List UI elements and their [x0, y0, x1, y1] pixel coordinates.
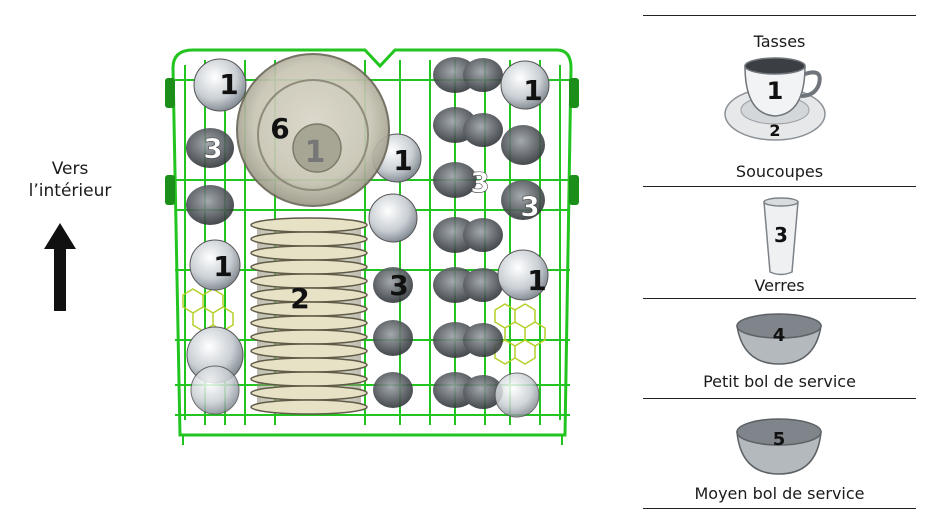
plate-stack	[250, 217, 368, 415]
direction-line-1: Vers	[51, 159, 89, 179]
legend-divider	[643, 186, 916, 187]
medium-bowl-icon: 5	[736, 418, 822, 475]
label-glass: 3	[389, 269, 408, 302]
label-cup: 1	[305, 135, 326, 170]
right-glasses	[433, 57, 545, 409]
legend-divider	[643, 298, 916, 299]
glass-icon: 3	[763, 197, 799, 276]
cups	[186, 58, 550, 418]
legend-number-medium-bowl: 5	[773, 429, 786, 450]
label-cup: 1	[523, 74, 542, 107]
label-cup: 1	[219, 68, 238, 101]
label-glass: 3	[520, 190, 539, 223]
left-glasses	[186, 128, 234, 225]
legend-title-cups: Tasses	[753, 32, 806, 51]
center-glasses	[373, 267, 413, 408]
legend-divider	[643, 508, 916, 509]
label-cup: 1	[213, 250, 232, 283]
legend-caption-medium-bowl: Moyen bol de service	[694, 484, 865, 503]
label-glass: 3	[470, 166, 489, 199]
legend-number-small-bowl: 4	[773, 325, 786, 346]
label-cup: 1	[393, 144, 412, 177]
rack-labels: 1 1 1 1 1 1 6 2 3	[213, 68, 546, 315]
direction-line-2: l’intérieur	[28, 181, 112, 201]
direction-label: Vers l’intérieur	[20, 158, 120, 202]
cup-saucer-icon: 1 2	[724, 57, 826, 141]
legend-number-glass: 3	[774, 223, 788, 247]
label-glass: 3	[203, 132, 222, 165]
legend-number-cup: 1	[767, 77, 784, 105]
label-cup: 1	[527, 264, 546, 297]
legend-caption-glasses: Verres	[754, 276, 805, 295]
cup-holder-grid	[182, 288, 546, 365]
legend-caption-saucers: Soucoupes	[735, 162, 824, 181]
legend-divider	[643, 398, 916, 399]
label-large-plate: 6	[270, 112, 289, 145]
legend-number-saucer: 2	[769, 121, 780, 140]
legend-panel: Tasses 1 2 Soucoupes 3 Verres 4 Petit bo…	[643, 0, 916, 512]
large-plate	[236, 53, 390, 207]
arrow-up-icon	[44, 223, 76, 311]
legend-caption-small-bowl: Petit bol de service	[703, 372, 856, 391]
dishwasher-rack: 1 1 1 1 1 1 6 2 3 3 3 3	[165, 48, 579, 445]
legend-divider	[643, 15, 916, 16]
label-plates: 2	[290, 282, 309, 315]
small-bowl-icon: 4	[736, 313, 822, 365]
